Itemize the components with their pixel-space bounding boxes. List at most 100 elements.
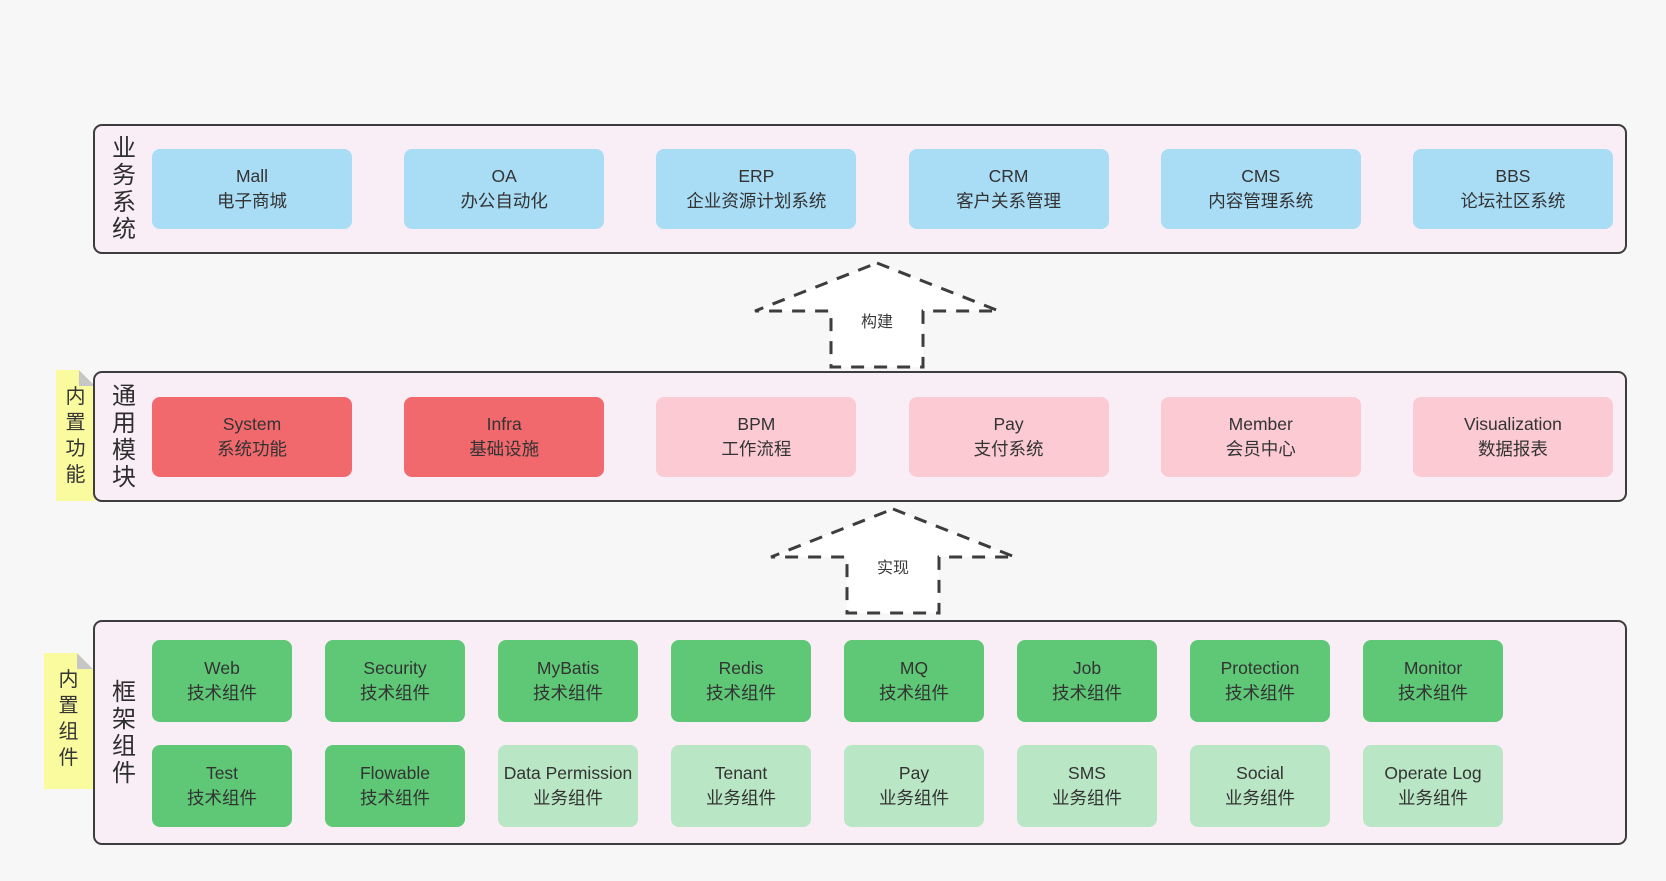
box-title: Pay xyxy=(898,763,930,783)
business-box-row: Mall 电子商城 OA 办公自动化 ERP 企业资源计划系统 CRM 客户关系… xyxy=(152,149,1613,229)
box-title: Protection xyxy=(1220,658,1300,678)
box-title: Member xyxy=(1228,413,1293,434)
box-subtitle: 电子商城 xyxy=(217,191,287,211)
sticky-note-builtin-components: 内置组件 xyxy=(44,653,93,789)
box-subtitle: 系统功能 xyxy=(217,438,287,459)
box-subtitle: 内容管理系统 xyxy=(1208,191,1314,211)
box-title: Test xyxy=(205,763,239,783)
box-monitor: Monitor 技术组件 xyxy=(1363,640,1503,722)
up-arrow-implement: 实现 xyxy=(768,506,1018,616)
box-pay-system: Pay 支付系统 xyxy=(908,396,1109,477)
box-title: Data Permission xyxy=(503,763,633,783)
box-title: Infra xyxy=(486,413,522,434)
box-subtitle: 技术组件 xyxy=(1225,683,1295,703)
box-web: Web 技术组件 xyxy=(152,640,292,722)
box-subtitle: 技术组件 xyxy=(879,683,949,703)
arrow-label: 实现 xyxy=(874,554,912,578)
box-title: Operate Log xyxy=(1384,763,1482,783)
box-subtitle: 业务组件 xyxy=(533,788,603,808)
box-title: OA xyxy=(491,166,517,186)
box-data-permission: Data Permission 业务组件 xyxy=(498,745,638,827)
box-subtitle: 业务组件 xyxy=(706,788,776,808)
box-subtitle: 工作流程 xyxy=(721,438,792,459)
layer-side-label: 框架组件 xyxy=(112,678,136,787)
box-subtitle: 技术组件 xyxy=(360,683,430,703)
box-bpm: BPM 工作流程 xyxy=(656,396,857,477)
box-title: Security xyxy=(363,658,427,678)
box-title: System xyxy=(222,413,282,434)
box-title: ERP xyxy=(738,166,775,186)
box-subtitle: 业务组件 xyxy=(1052,788,1122,808)
box-subtitle: 技术组件 xyxy=(1398,683,1468,703)
box-subtitle: 业务组件 xyxy=(879,788,949,808)
box-title: Redis xyxy=(718,658,764,678)
box-oa: OA 办公自动化 xyxy=(404,149,605,229)
box-subtitle: 业务组件 xyxy=(1398,788,1468,808)
box-title: MQ xyxy=(899,658,929,678)
layer-common-modules: 通用模块 System 系统功能 Infra 基础设施 BPM 工作流程 Pay… xyxy=(93,371,1627,502)
sticky-note-label: 内置功能 xyxy=(65,386,86,486)
box-sms: SMS 业务组件 xyxy=(1017,745,1157,827)
box-subtitle: 数据报表 xyxy=(1477,438,1548,459)
box-title: CRM xyxy=(988,166,1029,186)
box-bbs: BBS 论坛社区系统 xyxy=(1412,149,1613,229)
box-crm: CRM 客户关系管理 xyxy=(908,149,1109,229)
box-job: Job 技术组件 xyxy=(1017,640,1157,722)
arrow-label: 构建 xyxy=(858,308,896,332)
box-test: Test 技术组件 xyxy=(152,745,292,827)
box-title: Tenant xyxy=(714,763,768,783)
box-flowable: Flowable 技术组件 xyxy=(325,745,465,827)
sticky-note-builtin-features: 内置功能 xyxy=(56,370,95,501)
box-subtitle: 客户关系管理 xyxy=(956,191,1062,211)
box-member: Member 会员中心 xyxy=(1160,396,1361,477)
folded-corner-icon xyxy=(77,653,93,669)
components-box-row-1: Web 技术组件 Security 技术组件 MyBatis 技术组件 Redi… xyxy=(152,640,1503,722)
layer-side-label: 通用模块 xyxy=(112,382,136,491)
box-subtitle: 业务组件 xyxy=(1225,788,1295,808)
modules-box-row: System 系统功能 Infra 基础设施 BPM 工作流程 Pay 支付系统… xyxy=(152,396,1613,477)
box-title: CMS xyxy=(1241,166,1281,186)
box-title: BPM xyxy=(737,413,776,434)
box-title: Social xyxy=(1236,763,1284,783)
box-subtitle: 支付系统 xyxy=(973,438,1044,459)
box-infra: Infra 基础设施 xyxy=(404,396,605,477)
box-erp: ERP 企业资源计划系统 xyxy=(656,149,857,229)
box-redis: Redis 技术组件 xyxy=(671,640,811,722)
box-subtitle: 技术组件 xyxy=(1052,683,1122,703)
sticky-note-label: 内置组件 xyxy=(58,669,79,769)
box-title: MyBatis xyxy=(536,658,600,678)
box-subtitle: 技术组件 xyxy=(360,788,430,808)
box-social: Social 业务组件 xyxy=(1190,745,1330,827)
box-title: Job xyxy=(1072,658,1102,678)
layer-business-systems: 业务系统 Mall 电子商城 OA 办公自动化 ERP 企业资源计划系统 CRM… xyxy=(93,124,1627,254)
box-title: Mall xyxy=(235,166,269,186)
box-subtitle: 技术组件 xyxy=(187,788,257,808)
box-system: System 系统功能 xyxy=(152,396,352,477)
box-title: Visualization xyxy=(1463,413,1562,434)
box-title: Monitor xyxy=(1403,658,1463,678)
up-arrow-build: 构建 xyxy=(752,260,1002,370)
box-title: Pay xyxy=(993,413,1024,434)
box-mybatis: MyBatis 技术组件 xyxy=(498,640,638,722)
box-subtitle: 技术组件 xyxy=(706,683,776,703)
box-mq: MQ 技术组件 xyxy=(844,640,984,722)
box-cms: CMS 内容管理系统 xyxy=(1160,149,1361,229)
box-protection: Protection 技术组件 xyxy=(1190,640,1330,722)
box-operate-log: Operate Log 业务组件 xyxy=(1363,745,1503,827)
layer-side-label: 业务系统 xyxy=(112,135,136,243)
box-pay-component: Pay 业务组件 xyxy=(844,745,984,827)
box-title: SMS xyxy=(1068,763,1106,783)
box-subtitle: 会员中心 xyxy=(1225,438,1296,459)
box-security: Security 技术组件 xyxy=(325,640,465,722)
box-title: Web xyxy=(204,658,240,678)
layer-framework-components: 框架组件 Web 技术组件 Security 技术组件 MyBatis 技术组件… xyxy=(93,620,1627,845)
box-subtitle: 技术组件 xyxy=(533,683,603,703)
box-subtitle: 技术组件 xyxy=(187,683,257,703)
box-visualization: Visualization 数据报表 xyxy=(1412,396,1613,477)
box-mall: Mall 电子商城 xyxy=(152,149,352,229)
box-title: BBS xyxy=(1495,166,1531,186)
box-subtitle: 论坛社区系统 xyxy=(1460,191,1566,211)
box-subtitle: 办公自动化 xyxy=(460,191,548,211)
box-title: Flowable xyxy=(359,763,431,783)
